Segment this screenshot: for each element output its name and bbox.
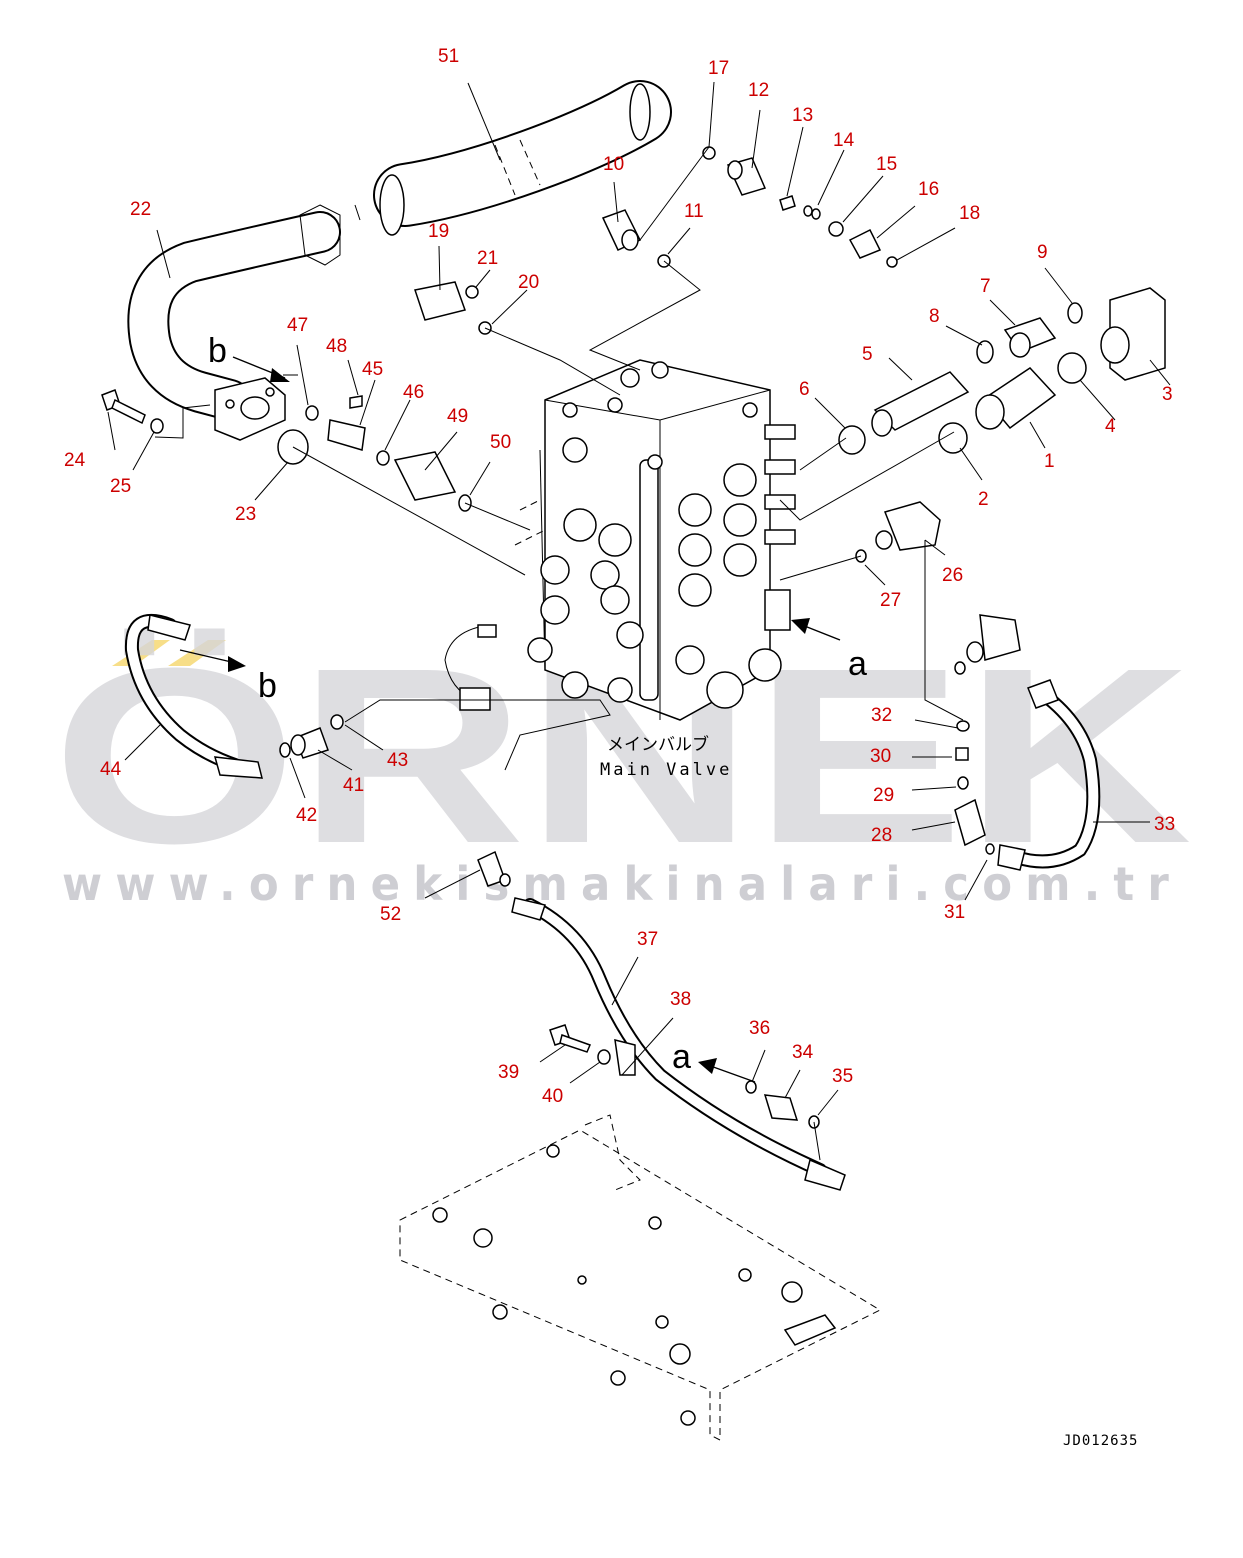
- part-number-40: 40: [542, 1086, 563, 1107]
- bolt-24: [101, 389, 146, 425]
- oring-36: [745, 1080, 757, 1094]
- part-number-25: 25: [110, 476, 131, 497]
- part-number-51: 51: [438, 46, 459, 67]
- fitting-34: [763, 1094, 799, 1121]
- oring-43: [330, 714, 344, 730]
- part-number-35: 35: [832, 1066, 853, 1087]
- main-valve-block: [444, 359, 796, 721]
- leader-lines: [107, 81, 1171, 1161]
- right-fittings: [838, 287, 1166, 563]
- view-a-label-right: a: [848, 645, 867, 683]
- drawing-id: JD012635: [1063, 1433, 1138, 1449]
- part-number-30: 30: [870, 746, 891, 767]
- part-number-19: 19: [428, 221, 449, 242]
- part-number-23: 23: [235, 504, 256, 525]
- part-number-11: 11: [684, 201, 704, 222]
- part-number-38: 38: [670, 989, 691, 1010]
- part-number-39: 39: [498, 1062, 519, 1083]
- part-number-8: 8: [929, 306, 940, 327]
- fitting-52: [477, 850, 511, 887]
- part-number-1: 1: [1044, 451, 1055, 472]
- part-number-52: 52: [380, 904, 401, 925]
- part-number-33: 33: [1154, 814, 1175, 835]
- hose-33: [997, 679, 1101, 871]
- part-number-26: 26: [942, 565, 963, 586]
- part-number-50: 50: [490, 432, 511, 453]
- pipe-22: [127, 204, 341, 441]
- oring-42: [279, 742, 291, 758]
- view-b-label-top: b: [208, 332, 227, 370]
- part-number-17: 17: [708, 58, 729, 79]
- part-number-5: 5: [862, 344, 873, 365]
- pipe-51: [354, 80, 672, 236]
- part-number-49: 49: [447, 406, 468, 427]
- washer-25: [150, 418, 164, 434]
- part-number-47: 47: [287, 315, 308, 336]
- part-number-43: 43: [387, 750, 408, 771]
- part-number-37: 37: [637, 929, 658, 950]
- part-number-22: 22: [130, 199, 151, 220]
- part-number-10: 10: [603, 154, 624, 175]
- part-number-34: 34: [792, 1042, 814, 1063]
- part-number-14: 14: [833, 130, 855, 151]
- part-number-48: 48: [326, 336, 347, 357]
- part-number-13: 13: [792, 105, 813, 126]
- part-numbers: 1 2 3 4 5 6 7 8 9 10 11 12 13 14 15 16 1…: [64, 46, 1175, 1107]
- part-number-20: 20: [518, 272, 539, 293]
- view-b-label-bottom: b: [258, 667, 277, 705]
- bolt-39: [549, 1024, 592, 1053]
- main-valve-en-label: Main Valve: [600, 760, 732, 780]
- hose-44: [124, 614, 263, 779]
- part-number-21: 21: [477, 248, 498, 269]
- part-number-27: 27: [880, 590, 901, 611]
- part-number-36: 36: [749, 1018, 770, 1039]
- part-number-24: 24: [64, 450, 86, 471]
- part-number-9: 9: [1037, 242, 1048, 263]
- arrows: [179, 356, 841, 1083]
- hose-37: [511, 897, 846, 1191]
- fittings-right-cluster: [954, 614, 1021, 855]
- part-number-12: 12: [748, 80, 769, 101]
- part-number-31: 31: [944, 902, 965, 923]
- view-a-label-bottom: a: [672, 1038, 691, 1076]
- washer-40: [597, 1049, 611, 1065]
- part-number-32: 32: [871, 705, 892, 726]
- main-valve-jp-label: メインバルブ: [607, 734, 709, 754]
- part-number-46: 46: [403, 382, 424, 403]
- part-number-41: 41: [343, 775, 364, 796]
- part-number-42: 42: [296, 805, 317, 826]
- part-number-15: 15: [876, 154, 897, 175]
- small-parts-top: [277, 146, 898, 512]
- part-number-3: 3: [1162, 384, 1173, 405]
- base-plate: [399, 1114, 882, 1441]
- part-number-7: 7: [980, 276, 991, 297]
- part-number-16: 16: [918, 179, 939, 200]
- part-number-2: 2: [978, 489, 989, 510]
- part-number-29: 29: [873, 785, 894, 806]
- part-number-28: 28: [871, 825, 892, 846]
- part-number-4: 4: [1105, 416, 1116, 437]
- part-number-45: 45: [362, 359, 383, 380]
- part-number-18: 18: [959, 203, 980, 224]
- part-number-44: 44: [100, 759, 122, 780]
- part-number-6: 6: [799, 379, 810, 400]
